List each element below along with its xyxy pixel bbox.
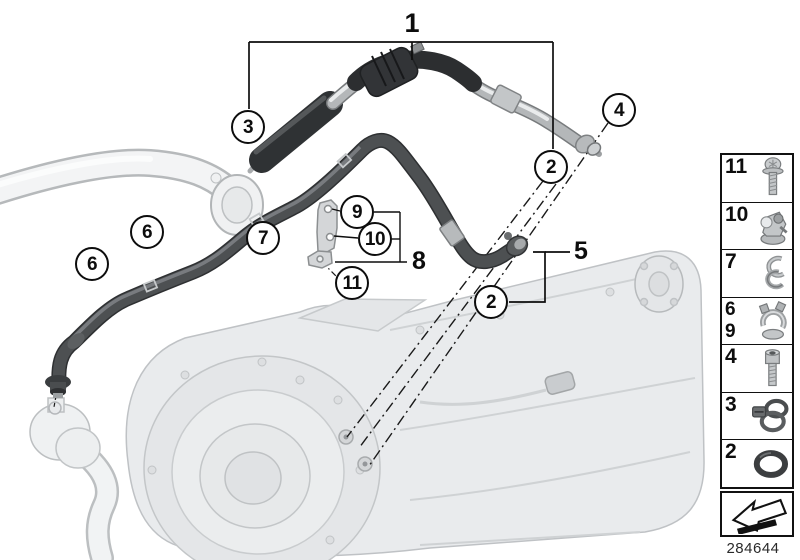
leader-lines (346, 122, 609, 467)
legend-item-2[interactable]: 2 (722, 440, 792, 488)
spring-clip-icon (753, 251, 791, 295)
callout-11[interactable]: 11 (335, 266, 369, 300)
callout-2-lower[interactable]: 2 (474, 285, 508, 319)
label-1[interactable]: 1 (404, 8, 420, 38)
transmission-ghost (125, 250, 705, 560)
label-5[interactable]: 5 (574, 237, 588, 265)
label-8[interactable]: 8 (412, 247, 426, 275)
thermostat-ghost (29, 397, 119, 560)
legend-number: 11 (725, 155, 748, 178)
legend-item-3[interactable]: 3 (722, 392, 792, 441)
legend-item-7[interactable]: 7 (722, 250, 792, 298)
legend-item-11[interactable]: 11 (722, 155, 792, 203)
callout-6-upper[interactable]: 6 (130, 215, 164, 249)
flange-bolt-icon (753, 156, 791, 200)
legend-item-10[interactable]: 10 (722, 202, 792, 251)
drawing-number: 284644 (726, 540, 780, 557)
hose-clamp-icon (749, 394, 791, 438)
callout-2-upper[interactable]: 2 (534, 150, 568, 184)
legend-item-4[interactable]: 4 (722, 345, 792, 393)
legend-item-6-9[interactable]: 6 9 (722, 297, 792, 346)
callout-lines (248, 41, 570, 303)
callout-10[interactable]: 10 (358, 222, 392, 256)
callout-3[interactable]: 3 (231, 110, 265, 144)
callout-7[interactable]: 7 (246, 221, 280, 255)
legend-number: 4 (725, 345, 737, 369)
direction-arrow-icon (724, 494, 790, 534)
direction-arrow-cell (720, 491, 794, 537)
legend-number: 3 (725, 392, 737, 416)
legend-number: 6 9 (725, 299, 736, 343)
holder-clip-icon (753, 204, 791, 248)
coolant-pipe-feed (247, 41, 602, 174)
legend-number: 7 (725, 250, 737, 274)
legend-number: 2 (725, 440, 737, 464)
callout-4[interactable]: 4 (602, 93, 636, 127)
hose-clamp-clip-icon (753, 299, 791, 343)
holder-bracket (307, 199, 338, 269)
o-ring-icon (749, 444, 791, 484)
legend-number-9: 9 (725, 320, 736, 342)
fasteners-legend: 11 10 (720, 153, 794, 489)
socket-screw-icon (753, 347, 791, 391)
legend-number: 10 (725, 202, 749, 226)
coolant-pipe-return (45, 132, 529, 398)
callout-6-lower[interactable]: 6 (75, 247, 109, 281)
legend-number-6: 6 (725, 298, 736, 320)
